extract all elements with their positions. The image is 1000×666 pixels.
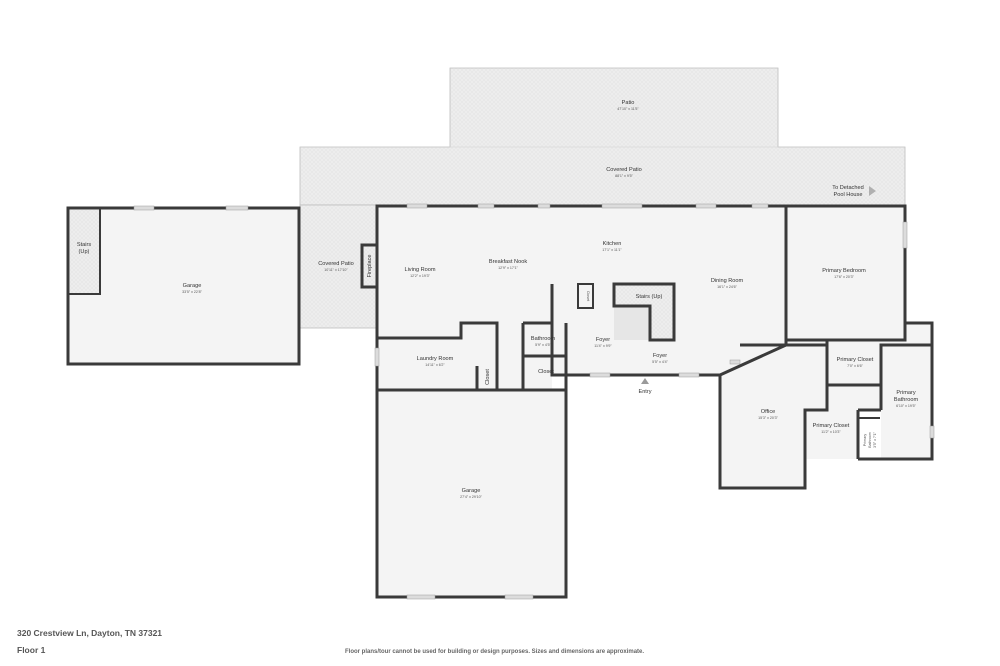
svg-text:17'6" x 20'3": 17'6" x 20'3" bbox=[834, 275, 854, 279]
pool-house-arrow-icon bbox=[869, 186, 876, 196]
svg-text:6'10" x 19'5": 6'10" x 19'5" bbox=[896, 404, 916, 408]
label-closet-hall: Closet bbox=[538, 369, 554, 375]
svg-text:33'5" x 22'8": 33'5" x 22'8" bbox=[182, 290, 202, 294]
svg-text:17'1" x 11'1": 17'1" x 11'1" bbox=[602, 248, 622, 252]
svg-text:7'0" x 6'6": 7'0" x 6'6" bbox=[847, 364, 863, 368]
label-breakfast-nook: Breakfast Nook bbox=[489, 259, 527, 265]
svg-text:16'1" x 24'6": 16'1" x 24'6" bbox=[717, 285, 737, 289]
svg-text:11'4" x 9'9": 11'4" x 9'9" bbox=[594, 344, 612, 348]
entry-arrow-icon bbox=[641, 378, 649, 384]
label-dining-room: Dining Room bbox=[711, 278, 744, 284]
label-covered-patio-top: Covered Patio bbox=[606, 167, 641, 173]
svg-text:12'2" x 19'3": 12'2" x 19'3" bbox=[410, 274, 430, 278]
garage-left-floor bbox=[68, 208, 299, 364]
label-garage-left: Garage bbox=[183, 283, 202, 289]
floor-label: Floor 1 bbox=[17, 645, 46, 655]
label-patio: Patio bbox=[622, 100, 635, 106]
label-stairs-center: Stairs (Up) bbox=[636, 294, 663, 300]
svg-text:10'11" x 17'10": 10'11" x 17'10" bbox=[324, 268, 348, 272]
main-house-floor bbox=[377, 206, 932, 488]
label-covered-patio-left: Covered Patio bbox=[318, 261, 353, 267]
patio-area bbox=[299, 67, 906, 206]
label-garage-main: Garage bbox=[462, 488, 481, 494]
svg-text:15'3" x 20'3": 15'3" x 20'3" bbox=[758, 416, 778, 420]
label-stairs-left: Stairs bbox=[77, 242, 92, 248]
stairs-center-detail bbox=[614, 306, 650, 340]
svg-text:11'2" x 10'3": 11'2" x 10'3" bbox=[821, 430, 841, 434]
svg-text:12'9" x 17'1": 12'9" x 17'1" bbox=[498, 266, 518, 270]
label-closet-laundry: Closet bbox=[485, 369, 491, 385]
svg-text:3'5" x 7'1": 3'5" x 7'1" bbox=[873, 431, 877, 447]
svg-text:Pool House: Pool House bbox=[834, 192, 863, 198]
label-office: Office bbox=[761, 409, 776, 415]
label-laundry-room: Laundry Room bbox=[417, 356, 454, 362]
label-living-room: Living Room bbox=[404, 267, 435, 273]
svg-text:88'1" x 9'5": 88'1" x 9'5" bbox=[615, 174, 633, 178]
label-closet-kitchen: Closet bbox=[586, 291, 590, 301]
stairs-left-walls bbox=[68, 208, 101, 295]
label-fireplace: Fireplace bbox=[367, 254, 373, 277]
svg-text:14'11" x 6'2": 14'11" x 6'2" bbox=[425, 363, 445, 367]
label-entry: Entry bbox=[638, 389, 651, 395]
label-bathroom: Bathroom bbox=[531, 336, 556, 342]
disclaimer-text: Floor plans/tour cannot be used for buil… bbox=[345, 649, 645, 655]
label-kitchen: Kitchen bbox=[603, 241, 622, 247]
label-primary-bathroom-small: Primary Bathroom 3'5" x 7'1" bbox=[863, 431, 877, 447]
svg-text:Bathroom: Bathroom bbox=[894, 397, 919, 403]
label-primary-closet-bottom: Primary Closet bbox=[813, 423, 850, 429]
svg-text:(Up): (Up) bbox=[79, 249, 90, 255]
svg-text:5'5" x 4'4": 5'5" x 4'4" bbox=[652, 360, 668, 364]
svg-text:Primary: Primary bbox=[863, 434, 867, 447]
svg-text:47'10" x 11'5": 47'10" x 11'5" bbox=[617, 107, 639, 111]
svg-text:Bathroom: Bathroom bbox=[868, 432, 872, 448]
garage-left-walls bbox=[66, 206, 301, 366]
label-foyer-main: Foyer bbox=[596, 337, 610, 343]
label-primary-bedroom: Primary Bedroom bbox=[822, 268, 866, 274]
label-primary-bathroom: Primary bbox=[896, 390, 915, 396]
stairs-left-floor bbox=[70, 210, 100, 294]
svg-text:5'9" x 4'5": 5'9" x 4'5" bbox=[535, 343, 551, 347]
fireplace-box bbox=[360, 243, 379, 289]
label-to-pool-house: To Detached bbox=[832, 185, 863, 191]
garage-main-floor bbox=[377, 390, 566, 597]
label-foyer-small: Foyer bbox=[653, 353, 667, 359]
svg-text:27'4" x 29'10": 27'4" x 29'10" bbox=[460, 495, 482, 499]
label-primary-closet-top: Primary Closet bbox=[837, 357, 874, 363]
property-address: 320 Crestview Ln, Dayton, TN 37321 bbox=[17, 628, 163, 638]
